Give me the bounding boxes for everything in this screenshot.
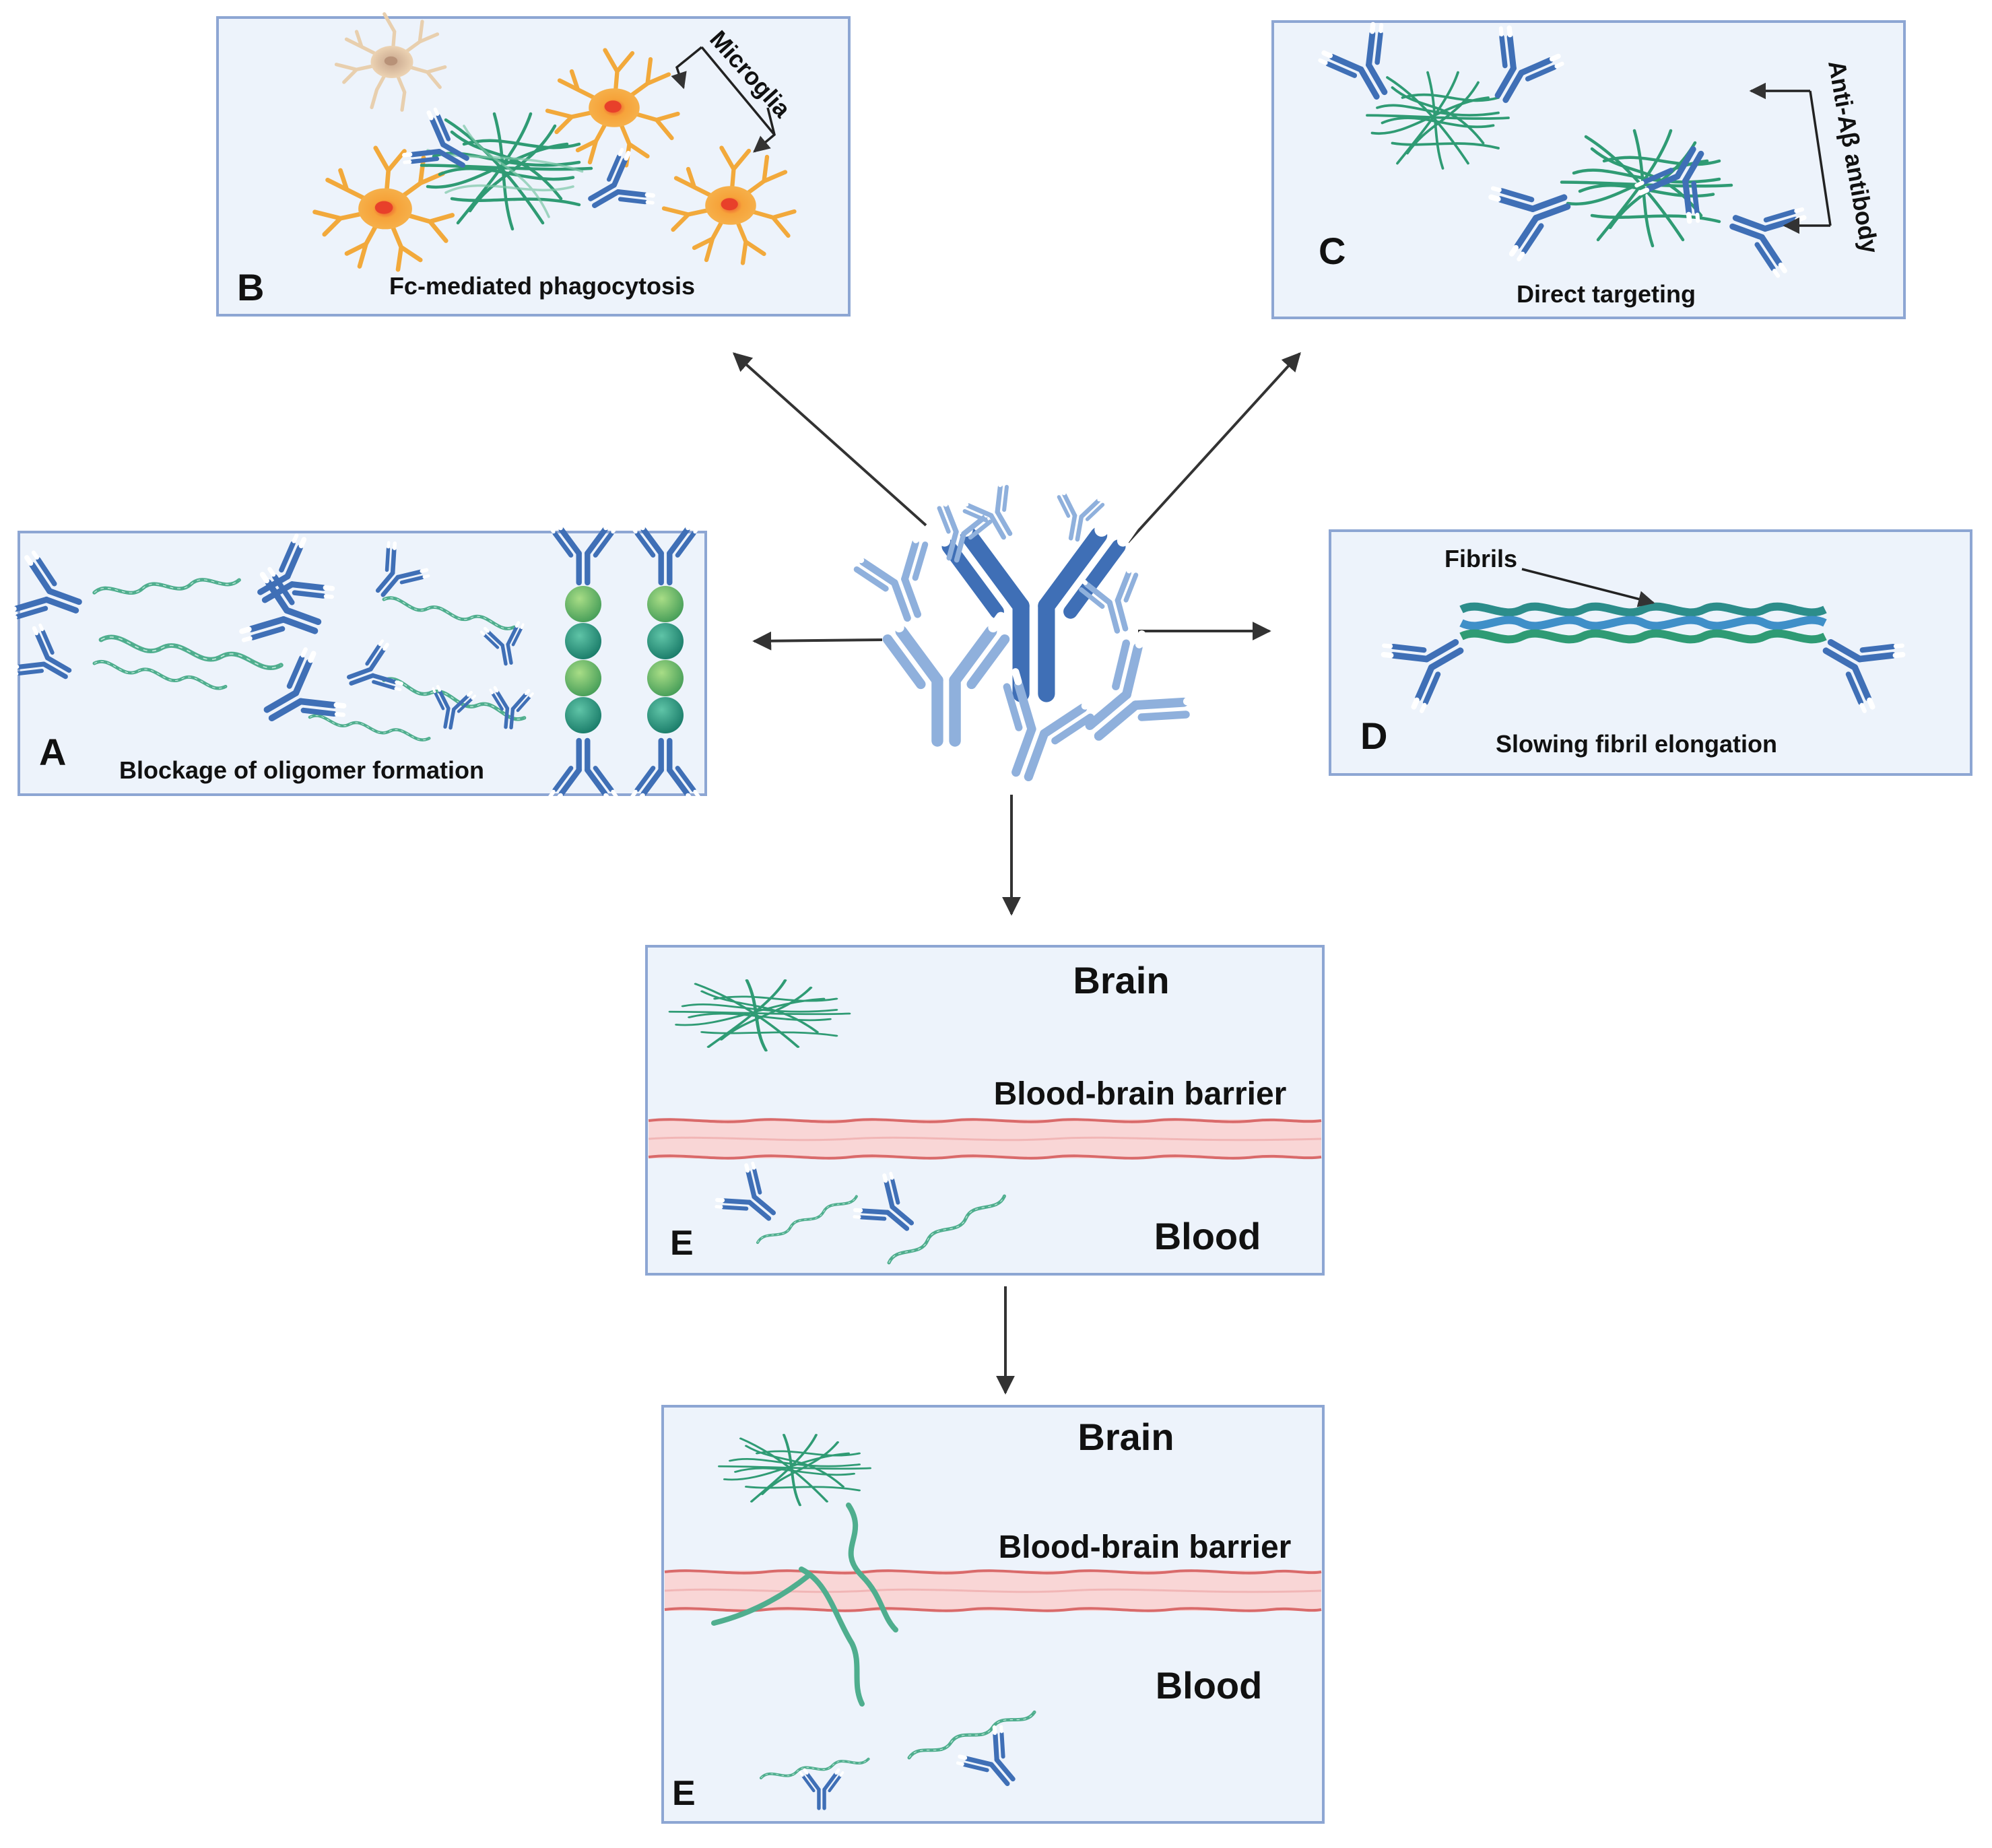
- panel-b-letter: B: [237, 266, 264, 308]
- panel-c: Anti-Aβ antibody C Direct targeting: [1271, 21, 1906, 319]
- panel-c-caption: Direct targeting: [1517, 280, 1696, 308]
- flow-arrows: [732, 352, 1301, 1395]
- panel-a-frame: [18, 531, 707, 796]
- oligomer-bead-icon: [647, 660, 684, 696]
- panel-e1: Brain Blood-brain barrier Blood E: [645, 945, 1325, 1276]
- panel-b-caption: Fc-mediated phagocytosis: [389, 272, 695, 300]
- panel-d: Fibrils D Slowing fibril elongation: [1329, 529, 1972, 776]
- panel-a-caption: Blockage of oligomer formation: [119, 756, 484, 784]
- panel-e2-letter: E: [672, 1774, 696, 1813]
- panel-a: A Blockage of oligomer formation: [5, 523, 707, 801]
- brain-label: Brain: [1077, 1416, 1174, 1458]
- panel-b: Microglia B Fc-mediated phagocytosis: [216, 14, 851, 317]
- arrow-to-a: [752, 631, 883, 651]
- antibody-icon: [1065, 632, 1200, 766]
- panel-d-letter: D: [1360, 715, 1387, 757]
- panel-a-letter: A: [39, 731, 66, 773]
- antibody-callout-arrows: [1749, 82, 1832, 234]
- oligomer-column-1: [550, 523, 616, 801]
- arrow-to-b: [732, 352, 927, 527]
- oligomer-bead-icon: [647, 586, 684, 622]
- oligomer-bead-icon: [647, 697, 684, 733]
- antibody-icon: [888, 617, 1005, 741]
- panel-e2-frame: [661, 1405, 1325, 1824]
- crossing-fibrils: [711, 1503, 898, 1707]
- fibrils-label: Fibrils: [1445, 545, 1517, 572]
- arrow-to-c: [1127, 352, 1301, 543]
- oligomer-bead-icon: [647, 623, 684, 659]
- oligomer-column-2: [632, 523, 698, 801]
- central-antibody-cluster: [852, 479, 1199, 790]
- blood-brain-barrier-label: Blood-brain barrier: [994, 1076, 1287, 1112]
- blood-brain-barrier-band: [664, 1569, 1322, 1612]
- panel-c-letter: C: [1319, 230, 1346, 272]
- antibody-icon: [852, 531, 947, 628]
- microglia-callout-arrows: [671, 46, 776, 153]
- oligomer-bead-icon: [565, 660, 601, 696]
- panel-d-caption: Slowing fibril elongation: [1496, 730, 1777, 758]
- panel-e1-letter: E: [670, 1224, 694, 1263]
- panel-e2: Brain Blood-brain barrier Blood E: [661, 1405, 1325, 1824]
- blood-brain-barrier-label: Blood-brain barrier: [999, 1529, 1292, 1565]
- fibril-bundle-icon: [1459, 602, 1827, 644]
- panel-b-frame: [216, 16, 851, 317]
- oligomer-bead-icon: [565, 623, 601, 659]
- fibrils-pointer-arrow: [1521, 568, 1655, 607]
- blood-brain-barrier-band: [648, 1118, 1322, 1160]
- brain-label: Brain: [1073, 959, 1169, 1001]
- oligomer-bead-icon: [565, 697, 601, 733]
- oligomer-bead-icon: [565, 586, 601, 622]
- blood-label: Blood: [1154, 1215, 1261, 1257]
- panel-e1-frame: [645, 945, 1325, 1276]
- blood-label: Blood: [1156, 1664, 1263, 1707]
